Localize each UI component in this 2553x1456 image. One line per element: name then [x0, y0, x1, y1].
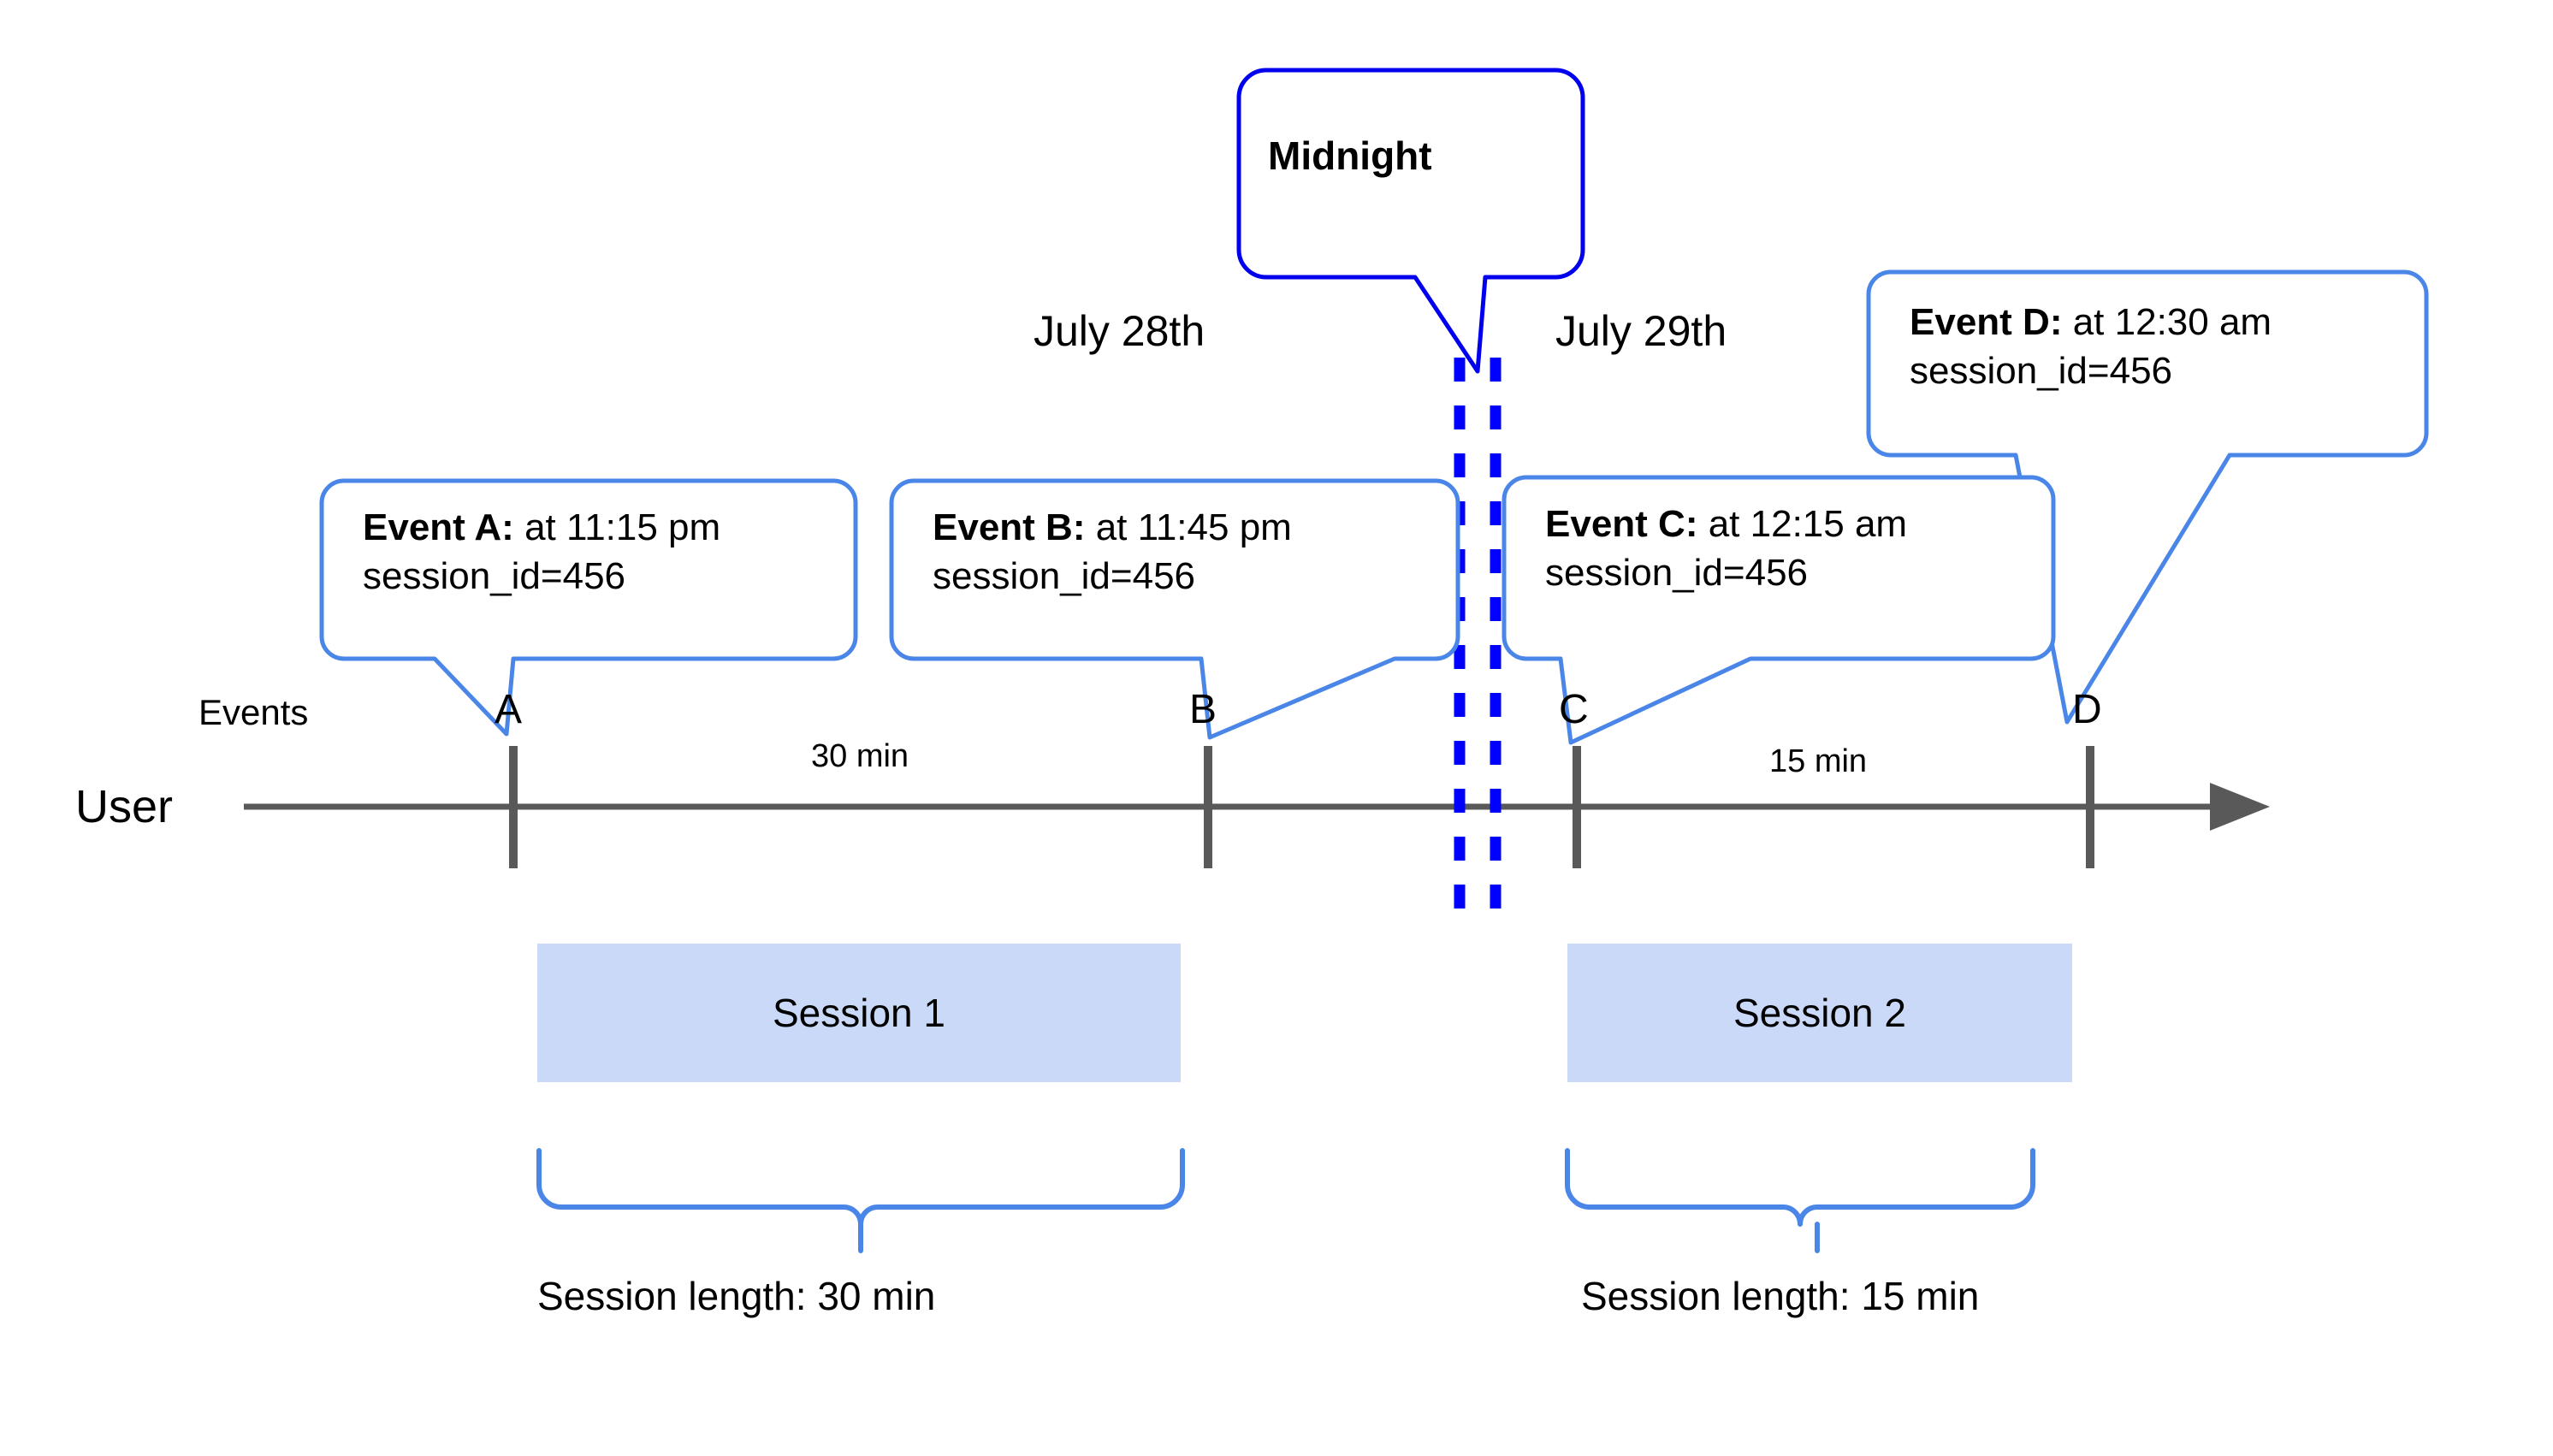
midnight-callout-label: Midnight: [1268, 133, 1432, 178]
event-b-bold: Event B:: [933, 506, 1086, 548]
event-d-line-2: session_id=456: [1910, 350, 2173, 393]
session-2-label: Session 2: [1733, 991, 1906, 1035]
event-d-bold: Event D:: [1910, 301, 2063, 343]
event-a-bold: Event A:: [363, 506, 514, 548]
tick-label-a: A: [495, 687, 523, 732]
tick-label-c: C: [1559, 687, 1589, 732]
session-1-length-label: Session length: 30 min: [537, 1274, 936, 1318]
event-c-line-1: Event C: at 12:15 am: [1545, 500, 1907, 548]
gap-label-15-min: 15 min: [1769, 743, 1868, 779]
event-c-callout-text: Event C: at 12:15 am session_id=456: [1545, 500, 1907, 597]
gap-label-30-min: 30 min: [811, 738, 909, 774]
event-b-callout-text: Event B: at 11:45 pm session_id=456: [933, 503, 1292, 601]
event-c-callout-shape: [1502, 475, 2056, 745]
midnight-callout-shape: [1236, 68, 1585, 374]
event-d-time: at 12:30 am: [2062, 301, 2272, 343]
event-d-line-1: Event D: at 12:30 am: [1910, 298, 2272, 346]
event-a-callout-text: Event A: at 11:15 pm session_id=456: [363, 503, 720, 601]
day-label-july-28: July 28th: [1034, 307, 1205, 355]
event-a-time: at 11:15 pm: [513, 506, 721, 548]
day-label-july-29: July 29th: [1555, 307, 1727, 355]
row-label-user: User: [75, 781, 174, 832]
event-b-line-2: session_id=456: [933, 555, 1196, 598]
row-label-events: Events: [198, 692, 309, 732]
event-c-line-2: session_id=456: [1545, 552, 1809, 595]
session-1-label: Session 1: [772, 991, 945, 1035]
event-d-callout-shape: [1866, 269, 2429, 725]
event-c-bold: Event C:: [1545, 503, 1698, 545]
tick-label-b: B: [1189, 687, 1217, 732]
event-b-callout-shape: [889, 478, 1460, 740]
session-2-length-label: Session length: 15 min: [1581, 1274, 1980, 1318]
event-a-callout-shape: [319, 478, 858, 737]
session-1-box[interactable]: Session 1: [537, 944, 1181, 1082]
timeline-axis: [244, 746, 2270, 868]
midnight-divider: [1454, 358, 1502, 932]
event-a-line-1: Event A: at 11:15 pm: [363, 503, 720, 552]
event-b-line-1: Event B: at 11:45 pm: [933, 503, 1292, 552]
session-1-brace: [536, 1148, 1185, 1253]
session-2-box[interactable]: Session 2: [1567, 944, 2072, 1082]
session-2-brace: [1565, 1148, 2035, 1253]
tick-label-d: D: [2072, 687, 2102, 732]
event-b-time: at 11:45 pm: [1085, 506, 1292, 548]
event-c-time: at 12:15 am: [1697, 503, 1908, 545]
event-d-callout-text: Event D: at 12:30 am session_id=456: [1910, 298, 2272, 395]
event-a-line-2: session_id=456: [363, 555, 626, 598]
